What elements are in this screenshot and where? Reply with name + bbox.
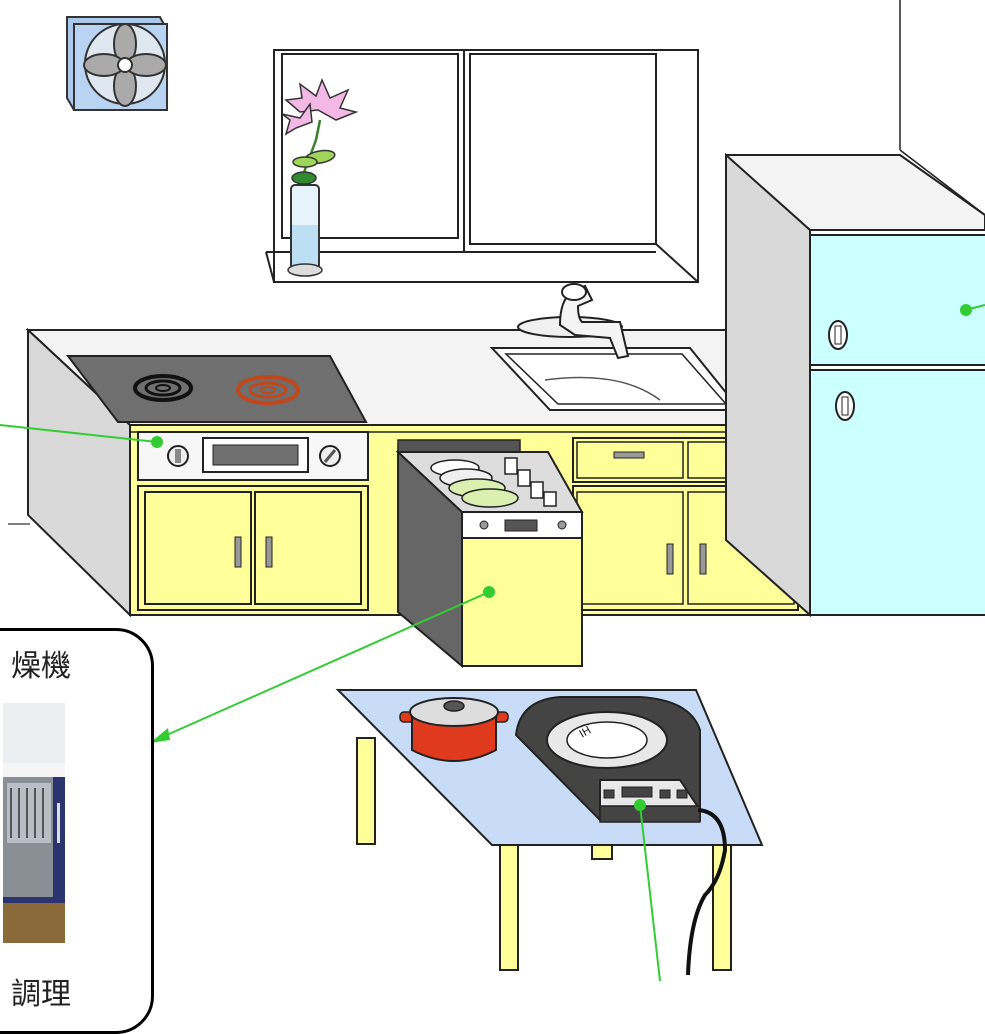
ih-leader-dot bbox=[634, 799, 646, 811]
dishwasher-leader-dot bbox=[483, 586, 495, 598]
dishwasher-callout-box: 燥機 調理 bbox=[0, 628, 154, 1034]
dishwasher-photo bbox=[3, 703, 65, 943]
callout-caption: 調理 bbox=[11, 977, 71, 1012]
kitchen-illustration: IH bbox=[0, 0, 985, 981]
dishwasher-photo-image bbox=[3, 703, 65, 943]
dishwasher bbox=[395, 439, 584, 669]
dishwasher-leader-arrowhead bbox=[150, 728, 170, 743]
callout-title: 燥機 bbox=[11, 649, 71, 684]
pot-icon bbox=[399, 697, 509, 762]
dishwasher-leader-line bbox=[159, 591, 490, 739]
ih-label: IH bbox=[577, 724, 593, 741]
leader-lines bbox=[0, 304, 985, 981]
ventilation-fan-icon bbox=[66, 16, 168, 111]
fridge-leader-dot bbox=[960, 304, 972, 316]
ih-leader-line bbox=[639, 804, 661, 981]
left-cabinet bbox=[137, 485, 369, 611]
ih-cooker: IH bbox=[514, 696, 728, 976]
window bbox=[265, 49, 699, 283]
sink bbox=[489, 283, 743, 411]
flower-vase-icon bbox=[281, 78, 359, 277]
electric-stove bbox=[65, 355, 369, 481]
stove-leader-dot bbox=[151, 436, 163, 448]
power-cord bbox=[686, 808, 728, 976]
refrigerator bbox=[725, 152, 985, 618]
stove-leader-line bbox=[0, 424, 158, 443]
